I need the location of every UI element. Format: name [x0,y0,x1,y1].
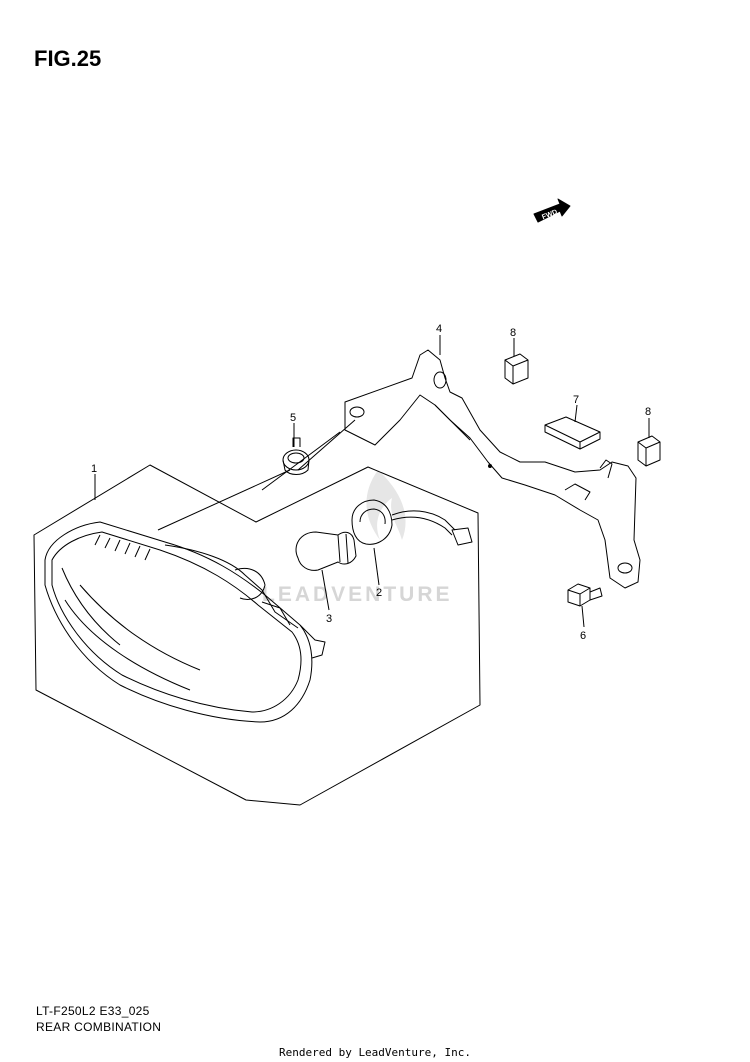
callout-5: 5 [290,412,296,424]
assembly-name: REAR COMBINATION [36,1020,162,1034]
bulb [295,531,357,571]
figure-title: FIG.25 [34,46,102,71]
cushion-8-upper [504,353,529,385]
callout-3: 3 [326,613,332,625]
model-code: LT-F250L2 E33_025 [36,1004,150,1018]
bracket [344,349,641,589]
bolt [567,583,603,607]
cushion-7 [544,416,601,450]
exploded-leader-lines [157,419,356,531]
watermark-text: LEADVENTURE [262,583,453,606]
callout-6: 6 [580,630,586,642]
callout-8-right: 8 [645,406,651,418]
rear-lamp-housing [44,521,326,723]
grommet [282,437,310,475]
callout-1: 1 [91,463,97,475]
callout-7: 7 [573,394,579,406]
watermark-flame-icon [366,470,406,540]
callout-leaders [94,335,650,628]
callout-8-upper: 8 [510,327,516,339]
assembly-frame [33,464,481,806]
callout-2: 2 [376,587,382,599]
socket-wire [351,499,473,546]
fwd-arrow-icon: FWD [533,198,571,223]
rendered-by-credit: Rendered by LeadVenture, Inc. [278,1046,472,1059]
callout-4: 4 [436,323,442,335]
cushion-8-right [637,435,661,467]
